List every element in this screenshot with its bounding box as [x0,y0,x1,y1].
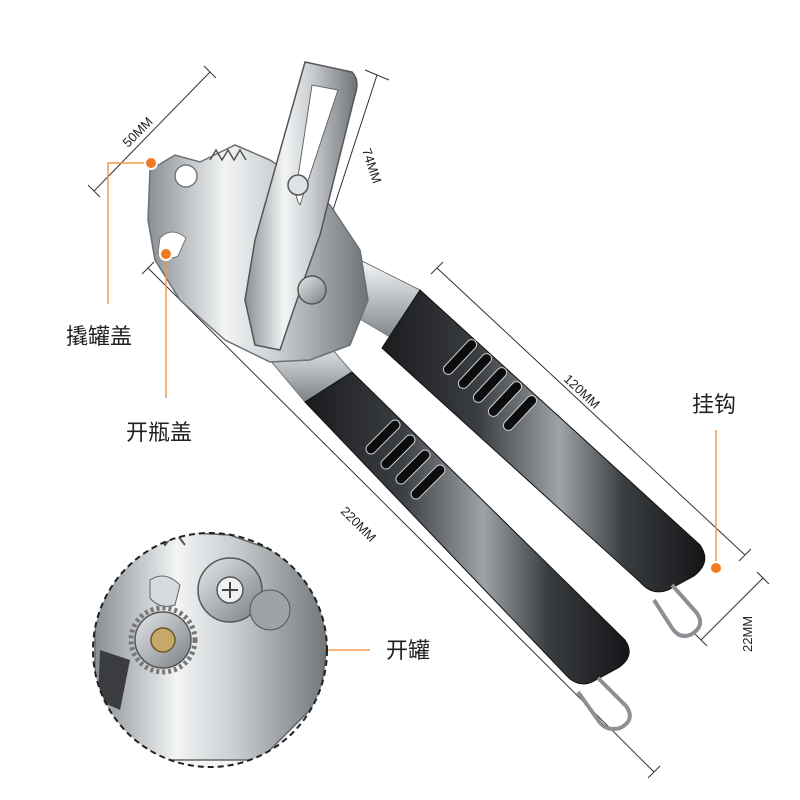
dim-label-width-top: 50MM [120,114,156,150]
front-hook-icon [576,676,632,731]
dim-line-total [147,267,655,773]
rear-hook-icon [652,583,703,638]
front-handle-grip [304,371,630,685]
can-opener-product [147,61,706,731]
label-pry-lid: 撬罐盖 [66,325,132,350]
lever-rivet-icon [287,174,309,196]
dim-line-width-top [93,71,211,192]
label-hook: 挂钩 [692,393,736,418]
rear-handle-grip [381,289,706,593]
callout-dot-bottle-opener [159,247,173,261]
callout-dot-pry-lid [144,156,158,170]
dim-label-lever: 74MM [359,146,384,185]
pry-hole-icon [174,164,198,188]
rear-handle [344,259,706,638]
top-teeth-icon [209,148,247,162]
inset-cutter-wheel-icon [197,557,263,623]
rear-handle-slots-icon [442,339,538,431]
dim-label-handle: 120MM [561,371,603,412]
inset-cutting-gear-icon [128,605,198,675]
inset-border [92,532,328,768]
dim-label-total: 220MM [338,504,379,545]
label-bottle-opener: 开瓶盖 [126,421,192,446]
dim-line-handle [436,267,746,556]
label-can-opener: 开罐 [386,639,430,664]
callout-line-pry-lid [107,162,150,304]
dim-line-hook [700,577,764,641]
callout-dot-hook [709,561,723,575]
callout-labels: 撬罐盖 开瓶盖 挂钩 开罐 [66,325,736,664]
pivot-rivet-icon [297,275,327,305]
lever-arm [244,61,358,351]
dim-label-hook: 22MM [740,616,755,652]
front-handle-slots-icon [365,419,446,500]
detail-inset [92,532,328,768]
